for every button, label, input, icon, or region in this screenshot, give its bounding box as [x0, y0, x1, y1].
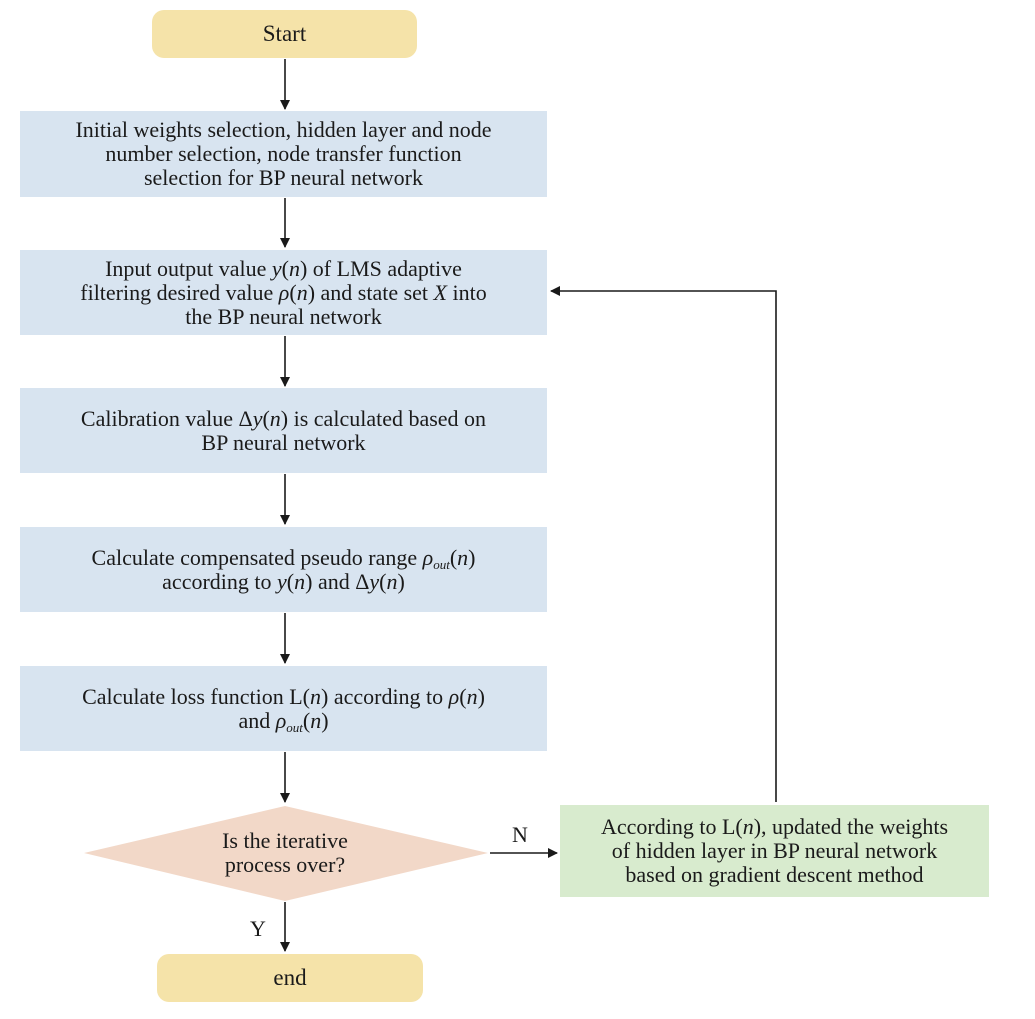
- update-weights-box: According to L(n), updated the weights o…: [560, 805, 989, 897]
- loss-line: Calculate loss function L(n) according t…: [82, 683, 485, 709]
- init-process-box: Initial weights selection, hidden layer …: [20, 111, 547, 197]
- calibration-line: BP neural network: [201, 429, 366, 455]
- start-label: Start: [262, 21, 307, 46]
- end-terminal: end: [157, 954, 423, 1002]
- calibration-line: Calibration value Δy(n) is calculated ba…: [80, 405, 487, 431]
- init-line: selection for BP neural network: [143, 165, 423, 190]
- decision-diamond: [84, 806, 488, 901]
- yes-branch-label: Y: [250, 916, 266, 941]
- update-line: based on gradient descent method: [625, 862, 924, 887]
- decision-line: process over?: [224, 852, 346, 877]
- no-branch-label: N: [512, 822, 528, 847]
- input-line: filtering desired value ρ(n) and state s…: [80, 279, 487, 305]
- loss-line: and ρout(n): [238, 707, 329, 735]
- decision-question: Is the iterative process over?: [185, 829, 385, 877]
- compensate-line: according to y(n) and Δy(n): [162, 568, 405, 594]
- input-process-box: Input output value y(n) of LMS adaptive …: [20, 250, 547, 335]
- loss-process-box: Calculate loss function L(n) according t…: [20, 666, 547, 751]
- arrow-update-to-input: [550, 286, 777, 802]
- compensate-process-box: Calculate compensated pseudo range ρout(…: [20, 527, 547, 612]
- update-line: According to L(n), updated the weights: [600, 814, 949, 839]
- start-terminal: Start: [152, 10, 417, 58]
- init-line: Initial weights selection, hidden layer …: [75, 117, 492, 142]
- update-line: of hidden layer in BP neural network: [611, 838, 938, 863]
- input-line: the BP neural network: [185, 303, 382, 329]
- input-line: Input output value y(n) of LMS adaptive: [105, 255, 462, 281]
- end-label: end: [273, 965, 307, 990]
- compensate-line: Calculate compensated pseudo range ρout(…: [91, 544, 476, 572]
- decision-line: Is the iterative: [222, 828, 348, 853]
- calibration-process-box: Calibration value Δy(n) is calculated ba…: [20, 388, 547, 473]
- init-line: number selection, node transfer function: [105, 141, 462, 166]
